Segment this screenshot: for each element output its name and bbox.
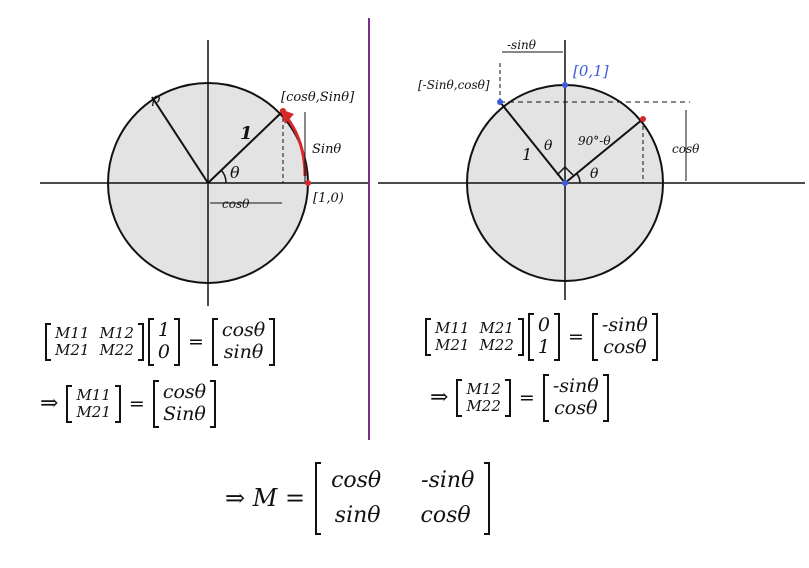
right-radius-label: 1	[522, 145, 532, 164]
left-radius-theta	[207, 110, 284, 184]
v1: 1	[157, 319, 170, 341]
equals-sign: =	[128, 392, 145, 415]
r1: cosθ	[221, 319, 266, 341]
right-radius-right	[564, 118, 644, 184]
r1: -sinθ	[552, 375, 599, 397]
m21: M21	[435, 335, 470, 354]
left-unit-circle-diagram: ρ 1 θ [cosθ,Sinθ] Sinθ cosθ [1,0)	[40, 40, 368, 306]
left-equation-1: M11 M12 M21 M22 1 0 = cosθ sinθ	[45, 318, 276, 366]
r1: -sinθ	[601, 314, 648, 336]
r2: cosθ	[603, 335, 647, 358]
left-eq2-vector: M11 M21	[66, 384, 122, 424]
a2: M22	[466, 396, 501, 415]
left-eq1-matrix: M11 M12 M21 M22	[45, 322, 144, 362]
r2: Sinθ	[163, 402, 206, 425]
left-equation-2: ⇒ M11 M21 = cosθ Sinθ	[40, 380, 217, 428]
matrix-c: sinθ	[334, 503, 381, 529]
m21: M21	[55, 340, 90, 359]
left-point-label: [cosθ,Sinθ]	[281, 90, 355, 105]
matrix-b: -sinθ	[421, 468, 475, 493]
right-radius-left	[499, 101, 566, 184]
left-cos-label: cosθ	[222, 197, 250, 211]
right-theta-arc	[576, 173, 581, 184]
m12: M21	[479, 318, 514, 337]
m22: M22	[479, 335, 514, 354]
left-eq1-result: cosθ sinθ	[211, 318, 276, 366]
matrix-d: cosθ	[420, 503, 471, 529]
a1: M11	[76, 385, 111, 404]
v2: 1	[537, 335, 550, 358]
equals-sign: =	[188, 330, 204, 353]
left-point-cos-sin	[280, 108, 286, 114]
r2: sinθ	[223, 340, 264, 363]
left-radius-label: 1	[240, 123, 253, 144]
left-eq1-vector: 1 0	[147, 318, 181, 366]
right-unit-point-label: [0,1]	[573, 62, 609, 80]
right-point-zero-one	[562, 82, 568, 88]
final-prefix: ⇒ M =	[225, 484, 306, 513]
right-top-sin-label: -sinθ	[507, 38, 537, 52]
v2: 0	[157, 340, 170, 363]
equals-sign: =	[518, 386, 535, 409]
right-eq1-vector: 0 1	[527, 313, 561, 361]
m22: M22	[99, 340, 134, 359]
right-complement-label: 90°-θ	[578, 134, 611, 148]
right-eq1-result: -sinθ cosθ	[591, 313, 658, 361]
left-unit-point-label: [1,0)	[313, 191, 344, 206]
right-cos-label: cosθ	[672, 142, 700, 156]
a1: M12	[466, 379, 501, 398]
right-point-neg-sin-cos	[497, 99, 503, 105]
left-sin-label: Sinθ	[312, 142, 341, 157]
r1: cosθ	[162, 381, 207, 403]
right-theta-label-2: θ	[590, 166, 599, 182]
m11: M11	[55, 323, 90, 342]
m11: M11	[435, 318, 470, 337]
matrix-a: cosθ	[331, 468, 382, 493]
right-eq2-result: -sinθ cosθ	[542, 374, 609, 422]
equals-sign: =	[568, 325, 584, 348]
left-radius-upper	[151, 96, 209, 184]
right-theta-label: θ	[544, 138, 553, 154]
left-point-one-zero	[305, 180, 311, 186]
right-point-cos-sin	[640, 116, 646, 122]
a2: M21	[76, 402, 111, 421]
m12: M12	[99, 323, 134, 342]
right-equation-2: ⇒ M12 M22 = -sinθ cosθ	[430, 374, 609, 422]
right-eq2-vector: M12 M22	[456, 378, 512, 418]
right-point-origin	[562, 180, 568, 186]
left-radius-label-upper: ρ	[151, 91, 161, 107]
left-angle-arc	[220, 169, 227, 184]
right-point-label: [-Sinθ,cosθ]	[418, 78, 490, 92]
implies-arrow: ⇒	[430, 385, 449, 411]
rotation-matrix: cosθ -sinθ sinθ cosθ	[315, 462, 491, 535]
right-right-angle-mark	[556, 165, 574, 176]
right-unit-circle-diagram: -sinθ [-Sinθ,cosθ] [0,1] 1 θ 90°-θ θ cos…	[378, 38, 805, 300]
left-eq2-result: cosθ Sinθ	[152, 380, 217, 428]
v1: 0	[537, 314, 550, 336]
final-equation: ⇒ M = cosθ -sinθ sinθ cosθ	[225, 462, 491, 535]
left-angle-label: θ	[230, 163, 240, 182]
implies-arrow: ⇒	[40, 391, 59, 417]
r2: cosθ	[554, 396, 598, 419]
